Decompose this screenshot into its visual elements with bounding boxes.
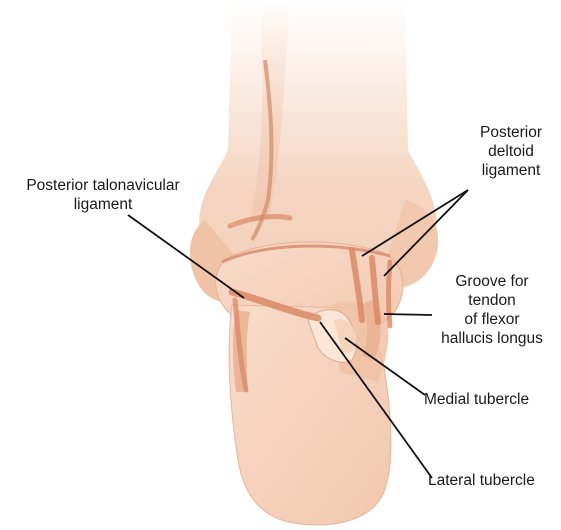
label-medial-tubercle: Medial tubercle (424, 390, 556, 409)
label-posterior-talonavicular-ligament: Posterior talonavicular ligament (8, 176, 198, 214)
label-posterior-deltoid-ligament: Posterior deltoid ligament (468, 123, 554, 180)
calcaneus-bone (229, 302, 391, 525)
leader-line-groove (384, 314, 432, 315)
label-lateral-tubercle: Lateral tubercle (428, 471, 558, 490)
label-groove-flexor-hallucis-longus: Groove for tendon of flexor hallucis lon… (426, 272, 558, 348)
